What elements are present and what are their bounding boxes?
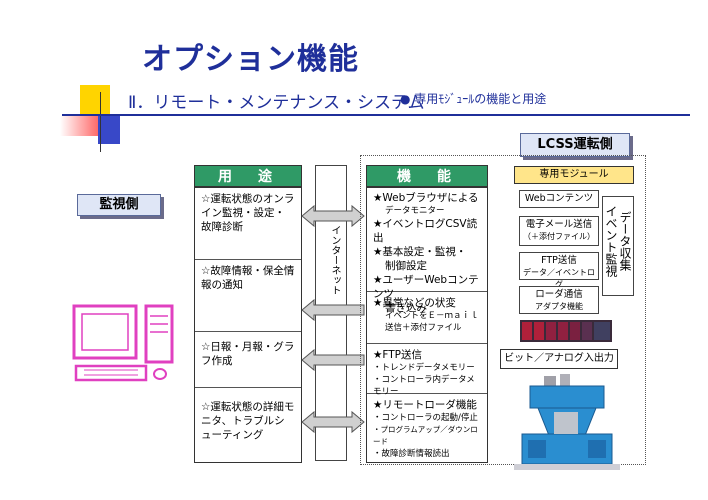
left-arrow-icon [301,298,365,322]
module-loader: ローダ通信 アダプタ機能 [519,286,599,314]
function-line: ★基本設定・監視・ [373,246,467,258]
lcss-boundary [360,155,646,465]
internet-label: インターネット [329,225,340,295]
usage-header: 用 途 [194,165,302,187]
double-arrow-icon [301,410,365,434]
usage-row: ☆日報・月報・グラフ作成 [195,332,301,388]
function-line: イベントをＥ－ｍａｉｌ [385,311,479,321]
title-underline [62,114,690,116]
controller-icon [520,320,612,342]
function-header: 機 能 [366,165,488,187]
function-line: ・コントローラの起動/停止 [373,413,478,423]
function-line: 書き込み [385,302,427,314]
module-label: FTP送信 [541,255,577,266]
function-line: ・故障診断情報読出 [373,449,450,459]
function-column: ★Webブラウザによる データモニター ★イベントログCSV読出 ★基本設定・監… [366,187,488,463]
monitor-side-label: 監視側 [77,194,161,216]
collect-line: データ収集 [618,211,632,271]
collect-line: イベント監視 [604,205,618,277]
module-header: 専用モジュール [514,166,634,184]
module-web-contents: Webコンテンツ [519,190,599,208]
io-label: ビット／アナログ入出力 [500,349,618,369]
usage-column: ☆運転状態のオンライン監視・設定・故障診断 ☆故障情報・保全情報の通知 ☆日報・… [194,187,302,463]
module-email: 電子メール送信 （＋添付ファイル） [519,216,599,246]
machine-icon [514,374,620,470]
page-subtitle: Ⅱ．リモート・メンテナンス・システム [128,93,425,113]
function-line: ★リモートローダ機能 [373,399,477,411]
data-collect-label: データ収集 イベント監視 [604,205,632,277]
function-row: ★異常などの状変 イベントをＥ－ｍａｉｌ 送信＋添付ファイル [367,292,487,344]
function-line: データモニター [385,206,445,216]
decor-red-bar [60,116,102,136]
function-line: ・コントローラ内データメモリー [373,375,475,397]
function-line: 送信＋添付ファイル [385,323,462,333]
function-line: ・プログラムアップ／ダウンロード [373,425,478,446]
lcss-side-label: LCSS運転側 [520,133,630,157]
function-line: ★異常などの状変 [373,297,456,309]
usage-row: ☆故障情報・保全情報の通知 [195,260,301,332]
function-row: ★Webブラウザによる データモニター ★イベントログCSV読出 ★基本設定・監… [367,188,487,314]
module-label: 電子メール送信 [525,219,593,230]
arrows-group [301,204,365,434]
bullet-note: ● 専用ﾓｼﾞｭｰﾙの機能と用途 [400,92,547,106]
function-line: ★Webブラウザによる [373,192,479,204]
module-label: データ／イベントログ [523,268,595,289]
page-title: オプション機能 [142,42,359,77]
module-data-collect: データ収集 イベント監視 [602,196,634,296]
function-line: ・トレンドデータメモリー [373,363,475,373]
computer-icon [72,304,174,382]
decor-blue-square [98,116,120,144]
function-line: 制御設定 [385,260,427,272]
left-arrow-icon [301,348,365,372]
double-arrow-icon [301,204,365,228]
module-label: ローダ通信 [535,289,583,300]
function-line: ★イベントログCSV読出 [373,218,478,244]
function-line: ★FTP送信 [373,349,423,361]
function-row: ★リモートローダ機能 ・コントローラの起動/停止 ・プログラムアップ／ダウンロー… [367,394,487,464]
module-label: （＋添付ファイル） [523,232,595,241]
function-line: ★ユーザーWebコンテンツ [373,274,479,300]
module-ftp: FTP送信 データ／イベントログ [519,252,599,289]
module-label: アダプタ機能 [535,302,583,311]
function-row: ★FTP送信 ・トレンドデータメモリー ・コントローラ内データメモリー [367,344,487,397]
module-label: Webコンテンツ [524,193,594,204]
usage-row: ☆運転状態の詳細モニタ、トラブルシューティング [201,401,295,441]
usage-row: ☆運転状態のオンライン監視・設定・故障診断 [195,188,301,260]
decor-vertical-line [100,92,101,152]
decor-yellow-square [80,85,110,115]
